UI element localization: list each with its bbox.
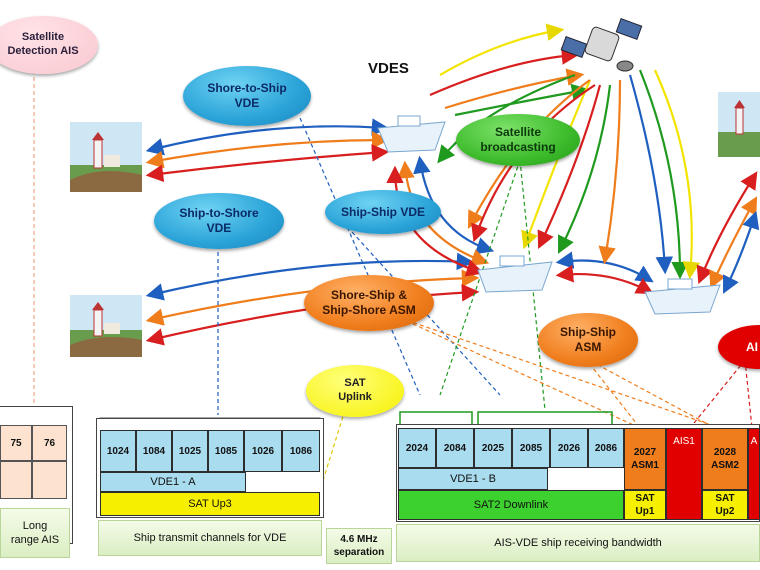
ais-channel-76: 76 [32, 425, 67, 461]
ship-icon-3 [644, 278, 721, 315]
vde1-b-bar: VDE1 - B [398, 468, 548, 490]
tx-channel-cell: 1084 [136, 430, 172, 472]
ship-icon-2 [477, 255, 553, 293]
ais-channel-blank-1 [0, 461, 32, 499]
tx-channel-cell: 1086 [282, 430, 320, 472]
shore-to-ship-vde-bubble: Shore-to-Ship VDE [183, 66, 311, 126]
sat-up3-bar: SAT Up3 [100, 492, 320, 516]
rx-channel-cell: 2026 [550, 428, 588, 468]
ais2-channel: A [748, 428, 760, 520]
vde1-a-bar: VDE1 - A [100, 472, 246, 492]
asm2-channel: 2028 ASM2 [702, 428, 748, 490]
diagram-title: VDES [368, 60, 409, 77]
rx-channel-cell: 2086 [588, 428, 624, 468]
asm1-channel: 2027 ASM1 [624, 428, 666, 490]
ship-to-shore-vde-bubble: Ship-to-Shore VDE [154, 193, 284, 249]
rx-channel-cell: 2085 [512, 428, 550, 468]
shore-ship-asm-bubble: Shore-Ship & Ship-Shore ASM [304, 275, 434, 331]
tx-channel-cell: 1085 [208, 430, 244, 472]
separation-label: 4.6 MHz separation [326, 528, 392, 564]
ship-icon-1 [377, 115, 446, 153]
rx-channel-cell: 2084 [436, 428, 474, 468]
lighthouse-icon-lower [70, 295, 142, 357]
satellite-broadcasting-bubble: Satellite broadcasting [456, 114, 580, 166]
ship-ship-asm-bubble: Ship-Ship ASM [538, 313, 638, 367]
sat-up1-channel: SAT Up1 [624, 490, 666, 520]
satellite-detection-ais-bubble: Satellite Detection AIS [0, 16, 98, 74]
tx-channel-cell: 1025 [172, 430, 208, 472]
lighthouse-icon-right [718, 92, 760, 157]
tx-channel-cell: 1026 [244, 430, 282, 472]
satellite-icon [560, 18, 643, 72]
ais1-channel: AIS1 [666, 428, 702, 520]
tx-channel-cell: 1024 [100, 430, 136, 472]
ais-channel-75: 75 [0, 425, 32, 461]
ship-transmit-caption: Ship transmit channels for VDE [98, 520, 322, 556]
sat2-downlink-bar: SAT2 Downlink [398, 490, 624, 520]
ship-receive-caption: AIS-VDE ship receiving bandwidth [396, 524, 760, 562]
sat-uplink-bubble: SAT Uplink [306, 365, 404, 417]
rx-channel-cell: 2025 [474, 428, 512, 468]
long-range-ais-caption: Long range AIS [0, 508, 70, 558]
ship-ship-vde-bubble: Ship-Ship VDE [325, 190, 441, 234]
sat-up2-channel: SAT Up2 [702, 490, 748, 520]
ais-channel-blank-2 [32, 461, 67, 499]
lighthouse-icon-upper [70, 122, 142, 192]
rx-channel-cell: 2024 [398, 428, 436, 468]
